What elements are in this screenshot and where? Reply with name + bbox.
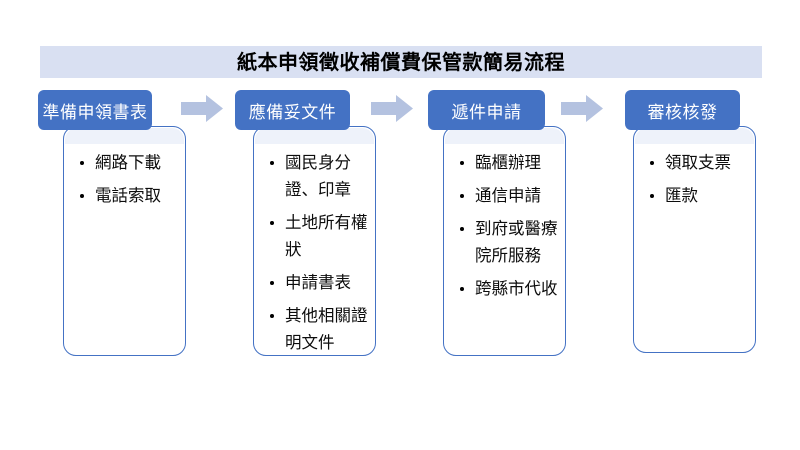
list-item: 通信申請 — [458, 182, 558, 209]
stage-header-label: 準備申領書表 — [42, 102, 148, 123]
list-item: 到府或醫療院所服務 — [458, 215, 558, 269]
flow-arrow-icon — [371, 95, 413, 122]
list-item: 匯款 — [648, 182, 748, 209]
stage-header-review-and-issue[interactable]: 審核核發 — [625, 90, 740, 130]
stage-item-list-prepare-forms: 網路下載電話索取 — [78, 149, 178, 215]
stage-header-prepare-documents[interactable]: 應備妥文件 — [235, 90, 350, 130]
list-item: 土地所有權狀 — [268, 209, 368, 263]
stage-body-tint — [255, 128, 374, 144]
stage-body-prepare-forms[interactable]: 網路下載電話索取 — [63, 126, 186, 356]
stage-item-list-review-and-issue: 領取支票匯款 — [648, 149, 748, 215]
stage-header-prepare-forms[interactable]: 準備申領書表 — [38, 90, 152, 130]
stage-item-list-prepare-documents: 國民身分證、印章土地所有權狀申請書表其他相關證明文件 — [268, 149, 368, 362]
stage-header-label: 應備妥文件 — [248, 102, 337, 123]
stage-header-label: 遞件申請 — [451, 102, 522, 123]
list-item: 申請書表 — [268, 269, 368, 296]
stage-item-list-submit-application: 臨櫃辦理通信申請到府或醫療院所服務跨縣市代收 — [458, 149, 558, 308]
list-item: 領取支票 — [648, 149, 748, 176]
stage-header-submit-application[interactable]: 遞件申請 — [428, 90, 545, 130]
list-item: 其他相關證明文件 — [268, 302, 368, 356]
page-title: 紙本申領徵收補償費保管款簡易流程 — [237, 50, 565, 74]
list-item: 臨櫃辦理 — [458, 149, 558, 176]
list-item: 跨縣市代收 — [458, 275, 558, 302]
stage-body-prepare-documents[interactable]: 國民身分證、印章土地所有權狀申請書表其他相關證明文件 — [253, 126, 376, 356]
stage-body-submit-application[interactable]: 臨櫃辦理通信申請到府或醫療院所服務跨縣市代收 — [443, 126, 566, 356]
stage-body-tint — [65, 128, 184, 144]
stage-body-tint — [445, 128, 564, 144]
list-item: 電話索取 — [78, 182, 178, 209]
stage-body-tint — [635, 128, 754, 144]
stage-header-label: 審核核發 — [647, 102, 718, 123]
title-banner: 紙本申領徵收補償費保管款簡易流程 — [40, 46, 762, 78]
flow-arrow-icon — [561, 95, 603, 122]
list-item: 國民身分證、印章 — [268, 149, 368, 203]
flow-arrow-icon — [181, 95, 223, 122]
stage-body-review-and-issue[interactable]: 領取支票匯款 — [633, 126, 756, 353]
list-item: 網路下載 — [78, 149, 178, 176]
